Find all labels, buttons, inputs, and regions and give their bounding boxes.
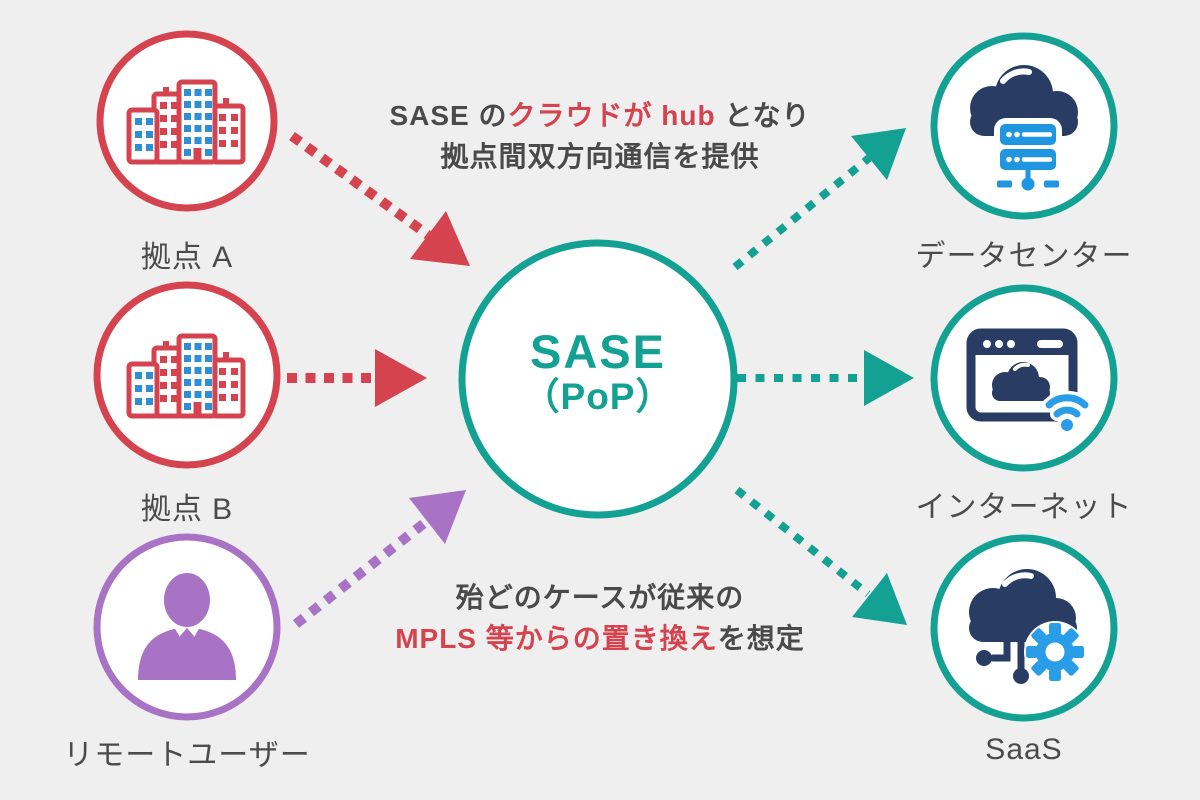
remote-user-label: リモートユーザー: [63, 739, 311, 772]
sase-pop-circle: [458, 239, 738, 519]
sase-pop-label: SASE （PoP）: [523, 328, 674, 419]
arrow-sase-to-internet: [737, 350, 914, 406]
cloud-gear-icon: [969, 569, 1086, 684]
top-annotation-text: SASE の: [389, 100, 508, 131]
cloud-server-icon: [970, 65, 1078, 191]
bottom-annotation-line1: 殆どのケースが従来の: [455, 582, 745, 613]
top-annotation-line1: SASE のクラウドが hub となり: [300, 95, 900, 136]
site-a-label: 拠点 A: [140, 241, 234, 274]
arrow-sase-to-datacenter: [732, 128, 906, 271]
saas-label: SaaS: [985, 733, 1063, 766]
arrow-site-a-to-sase: [289, 131, 470, 266]
arrow-sase-to-saas: [734, 486, 907, 625]
bottom-annotation-highlight: MPLS 等からの置き換え: [395, 623, 718, 654]
site-b-label: 拠点 B: [140, 493, 234, 526]
bottom-annotation: 殆どのケースが従来の MPLS 等からの置き換えを想定: [300, 577, 900, 659]
top-annotation: SASE のクラウドが hub となり 拠点間双方向通信を提供: [300, 95, 900, 177]
arrow-site-b-to-sase: [287, 349, 427, 407]
arrow-remote-user-to-sase: [292, 490, 466, 628]
internet-label: インターネット: [915, 491, 1133, 524]
top-annotation-line2: 拠点間双方向通信を提供: [440, 141, 760, 172]
top-annotation-text: となり: [724, 100, 811, 131]
bottom-annotation-text: を想定: [717, 623, 805, 654]
pop-subtitle: （PoP）: [522, 376, 674, 417]
bottom-annotation-line2: MPLS 等からの置き換えを想定: [300, 618, 900, 659]
sase-title: SASE: [530, 325, 666, 378]
person-icon: [138, 573, 236, 680]
browser-cloud-wifi-icon: [966, 328, 1092, 435]
top-annotation-highlight: クラウドが hub: [507, 100, 725, 131]
datacenter-label: データセンター: [915, 240, 1133, 273]
